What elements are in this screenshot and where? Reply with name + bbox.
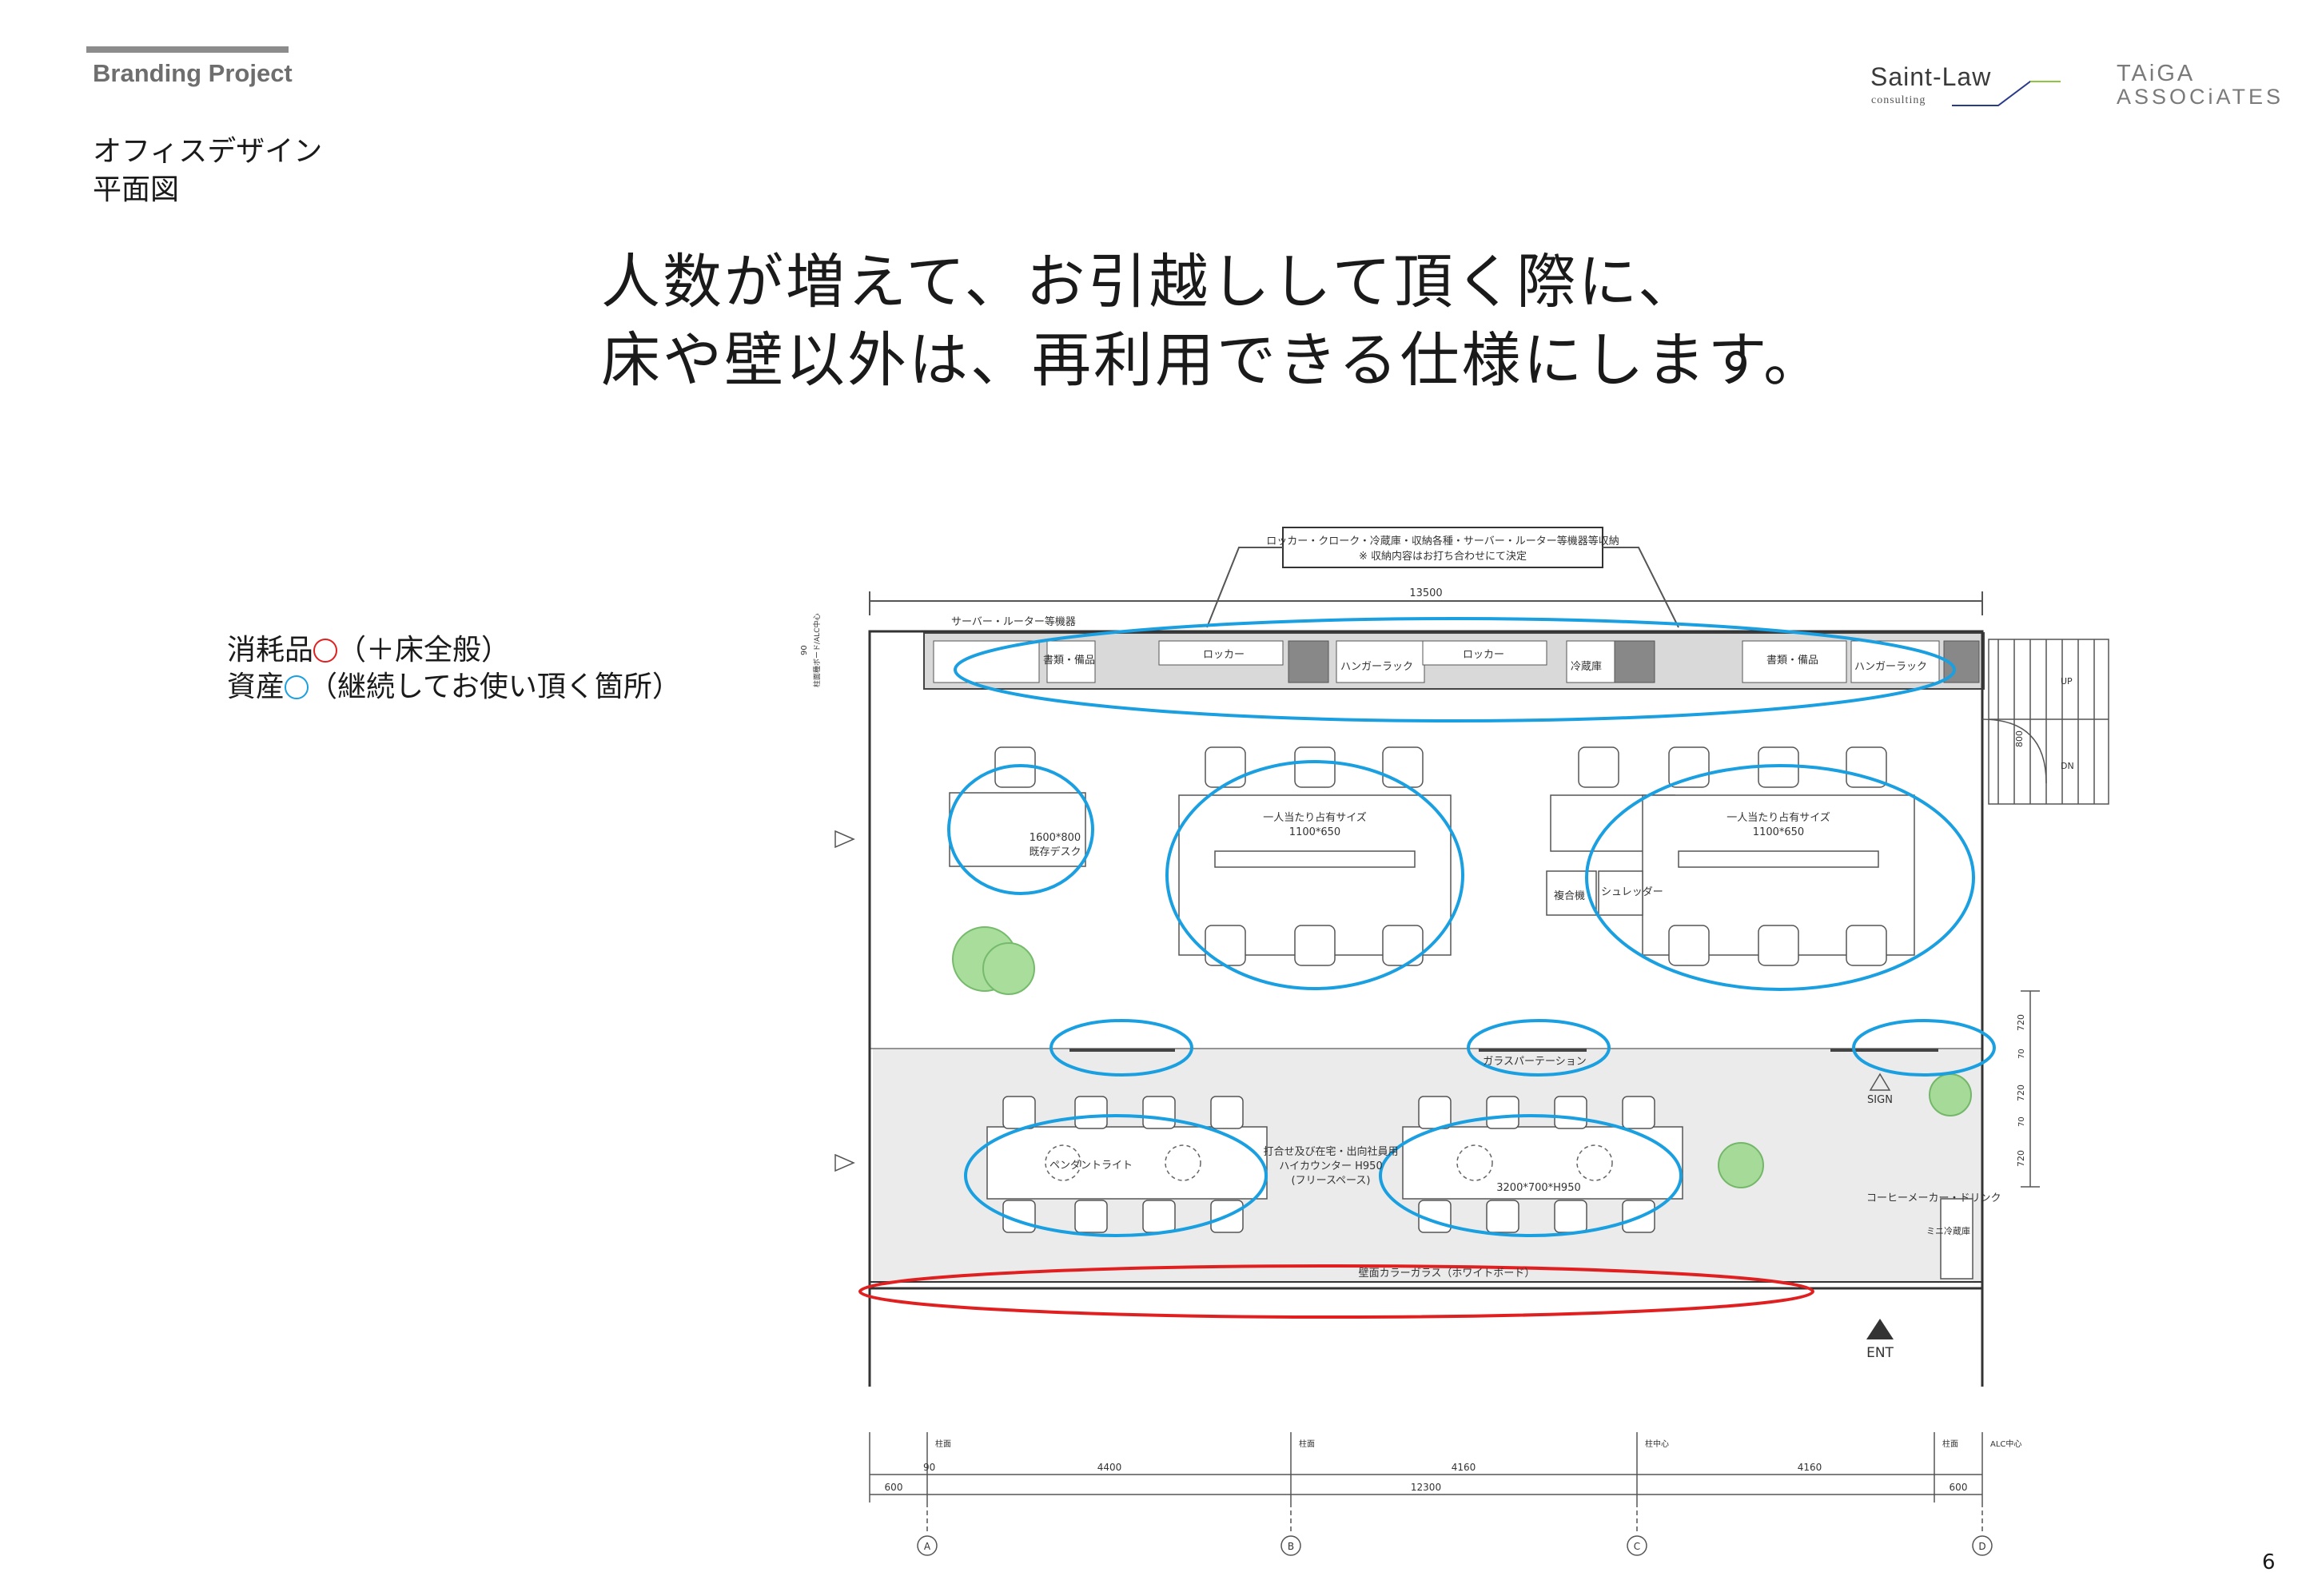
axis-b: B: [1288, 1541, 1294, 1552]
legend-asset-label: 資産: [227, 671, 285, 703]
existing-desk-size: 1600*800: [1030, 832, 1081, 844]
server-label: サーバー・ルーター等機器: [951, 615, 1076, 628]
col-label-2: 柱面: [1299, 1439, 1315, 1449]
section-title: オフィスデザイン: [93, 135, 323, 168]
mini-fridge-label: ミニ冷蔵庫: [1926, 1225, 1970, 1236]
alc-label: ALC中心: [1990, 1439, 2021, 1449]
col-label-3: 柱中心: [1645, 1439, 1669, 1449]
taiga-logo-line1: TAiGA: [2117, 61, 2196, 86]
copier-label: 複合機: [1554, 890, 1585, 902]
col-label-1: 柱面: [935, 1439, 951, 1449]
dim-70-2: 70: [2017, 1116, 2026, 1127]
wall-glass-label: 壁面カラーガラス（ホワイトボード）: [1359, 1268, 1535, 1280]
blue-circle-icon: [285, 675, 309, 699]
headline-line2: 床や壁以外は、再利用できる仕様にします。: [601, 326, 1826, 395]
headline: 人数が増えて、お引越しして頂く際に、 床や壁以外は、再利用できる仕様にします。: [601, 243, 1825, 400]
hi-counter-label-3: (フリースペース): [1292, 1175, 1371, 1187]
dim-12300: 12300: [1411, 1482, 1441, 1493]
saint-law-logo-sub: consulting: [1871, 94, 1926, 106]
door-width-label: 800: [2014, 730, 2025, 747]
storage-locker-1: ロッカー: [1203, 649, 1245, 661]
dim-70-1: 70: [2017, 1049, 2026, 1059]
coffee-label: コーヒーメーカー・ドリンク: [1866, 1192, 2001, 1204]
taiga-logo-line2: ASSOCiATES: [2117, 85, 2284, 109]
per-person-label-2: 一人当たり占有サイズ: [1727, 811, 1830, 824]
dim-600-left: 600: [885, 1482, 903, 1493]
side-note: 柱面種ボード/ALC中心: [812, 614, 822, 688]
dim-4160-a: 4160: [1452, 1462, 1476, 1473]
axis-a: A: [924, 1541, 931, 1552]
fridge-label: 冷蔵庫: [1571, 661, 1602, 673]
logo-swoosh-icon: [1952, 81, 2061, 106]
dim-90-side: 90: [800, 645, 809, 655]
legend-consumable: 消耗品 （＋床全般）: [227, 627, 510, 668]
stairs-down-label: DN: [2061, 761, 2074, 771]
per-person-size-2: 1100*650: [1753, 826, 1804, 838]
axis-d: D: [1978, 1541, 1985, 1552]
red-circle-icon: [313, 639, 338, 663]
legend-consumable-label: 消耗品: [227, 634, 314, 667]
dim-600-right: 600: [1950, 1482, 1968, 1493]
dim-720-3: 720: [2016, 1150, 2026, 1167]
header-bar: [86, 46, 289, 53]
sign-label: SIGN: [1867, 1094, 1893, 1106]
hanger-rack-2: ハンガーラック: [1854, 661, 1927, 673]
entrance-label: ENT: [1866, 1345, 1894, 1361]
counter-size-label: 3200*700*H950: [1496, 1182, 1581, 1194]
headline-line1: 人数が増えて、お引越しして頂く際に、: [601, 248, 1700, 316]
dim-720-2: 720: [2016, 1085, 2026, 1101]
saint-law-logo: Saint-Law: [1870, 62, 1992, 91]
axis-c: C: [1634, 1541, 1640, 1552]
dim-90-bottom: 90: [923, 1462, 935, 1473]
storage-books-1: 書類・備品: [1043, 654, 1095, 667]
shredder-label: シュレッダー: [1601, 886, 1663, 898]
hanger-rack-1: ハンガーラック: [1340, 661, 1413, 673]
storage-books-2: 書類・備品: [1766, 654, 1818, 667]
hi-counter-label-2: ハイカウンター H950: [1279, 1160, 1382, 1172]
page-number: 6: [2262, 1550, 2276, 1574]
pendant-light-label: ペンダントライト: [1049, 1160, 1133, 1172]
dim-top: 13500: [1409, 587, 1442, 599]
glass-partition-label: ガラスパーテーション: [1483, 1056, 1586, 1068]
section-subtitle: 平面図: [93, 173, 180, 206]
storage-callout-text-2: ※ 収納内容はお打ち合わせにて決定: [1359, 550, 1527, 563]
dim-4400: 4400: [1097, 1462, 1122, 1473]
legend-consumable-note: （＋床全般）: [337, 634, 511, 667]
dim-4160-b: 4160: [1798, 1462, 1822, 1473]
legend-asset-note: （継続してお使い頂く箇所）: [309, 671, 681, 703]
per-person-size-1: 1100*650: [1289, 826, 1340, 838]
legend-asset: 資産 （継続してお使い頂く箇所）: [227, 663, 681, 705]
storage-locker-2: ロッカー: [1463, 649, 1504, 661]
stairs-up-label: UP: [2061, 676, 2073, 687]
hi-counter-label-1: 打合せ及び在宅・出向社員用: [1263, 1145, 1398, 1158]
per-person-label-1: 一人当たり占有サイズ: [1263, 811, 1367, 824]
existing-desk-label: 既存デスク: [1029, 846, 1081, 858]
storage-callout-text-1: ロッカー・クローク・冷蔵庫・収納各種・サーバー・ルーター等機器等収納: [1266, 535, 1619, 547]
col-label-4: 柱面: [1942, 1439, 1958, 1449]
dim-720-1: 720: [2016, 1014, 2026, 1031]
project-title: Branding Project: [93, 59, 293, 87]
